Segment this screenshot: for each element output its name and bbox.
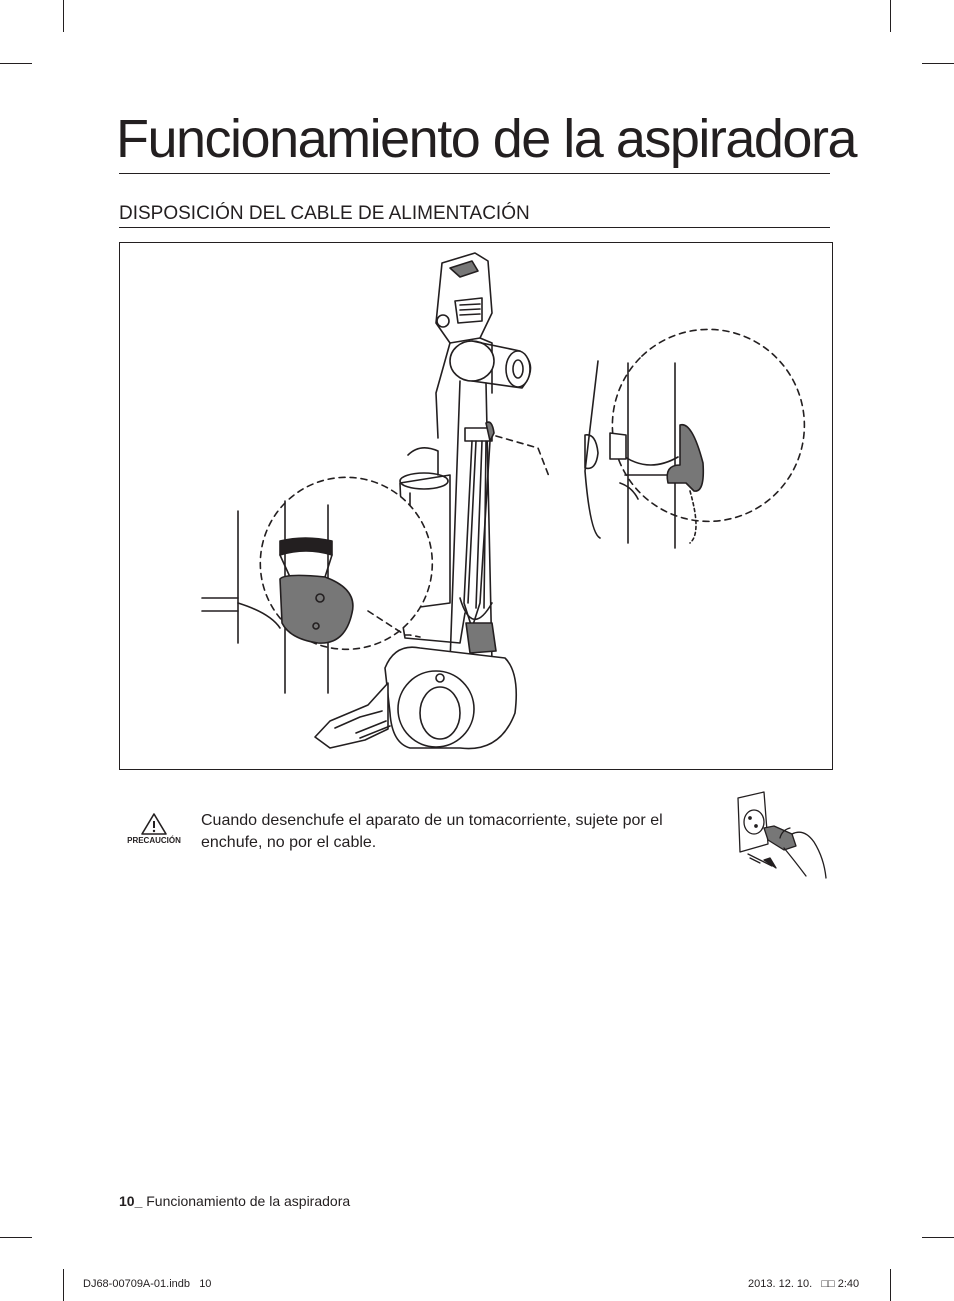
crop-mark [0, 1237, 32, 1238]
crop-mark [922, 63, 954, 64]
page-title: Funcionamiento de la aspiradora [116, 109, 857, 169]
footer-page-number: 10_ [119, 1193, 143, 1209]
crop-mark [63, 0, 64, 32]
crop-mark [63, 1269, 64, 1301]
footer-page-label: 10_ Funcionamiento de la aspiradora [119, 1193, 350, 1209]
slug-date: 2013. 12. 10. □□ 2:40 [748, 1278, 860, 1290]
crop-mark [922, 1237, 954, 1238]
warning-triangle-icon [141, 813, 167, 835]
figure-frame [119, 242, 833, 770]
slug-file: DJ68-00709A-01.indb 10 [83, 1278, 212, 1290]
crop-mark [890, 0, 891, 32]
title-rule [119, 173, 830, 174]
crop-mark [0, 63, 32, 64]
caution-text: Cuando desenchufe el aparato de un tomac… [201, 812, 663, 851]
vacuum-cord-illustration [201, 252, 806, 750]
crop-mark [890, 1269, 891, 1301]
caution-label: PRECAUCIÓN [127, 836, 181, 845]
section-heading: DISPOSICIÓN DEL CABLE DE ALIMENTACIÓN [119, 203, 530, 224]
footer-page-title: Funcionamiento de la aspiradora [142, 1193, 351, 1209]
section-rule [119, 227, 830, 228]
unplug-hand-icon [737, 791, 827, 879]
